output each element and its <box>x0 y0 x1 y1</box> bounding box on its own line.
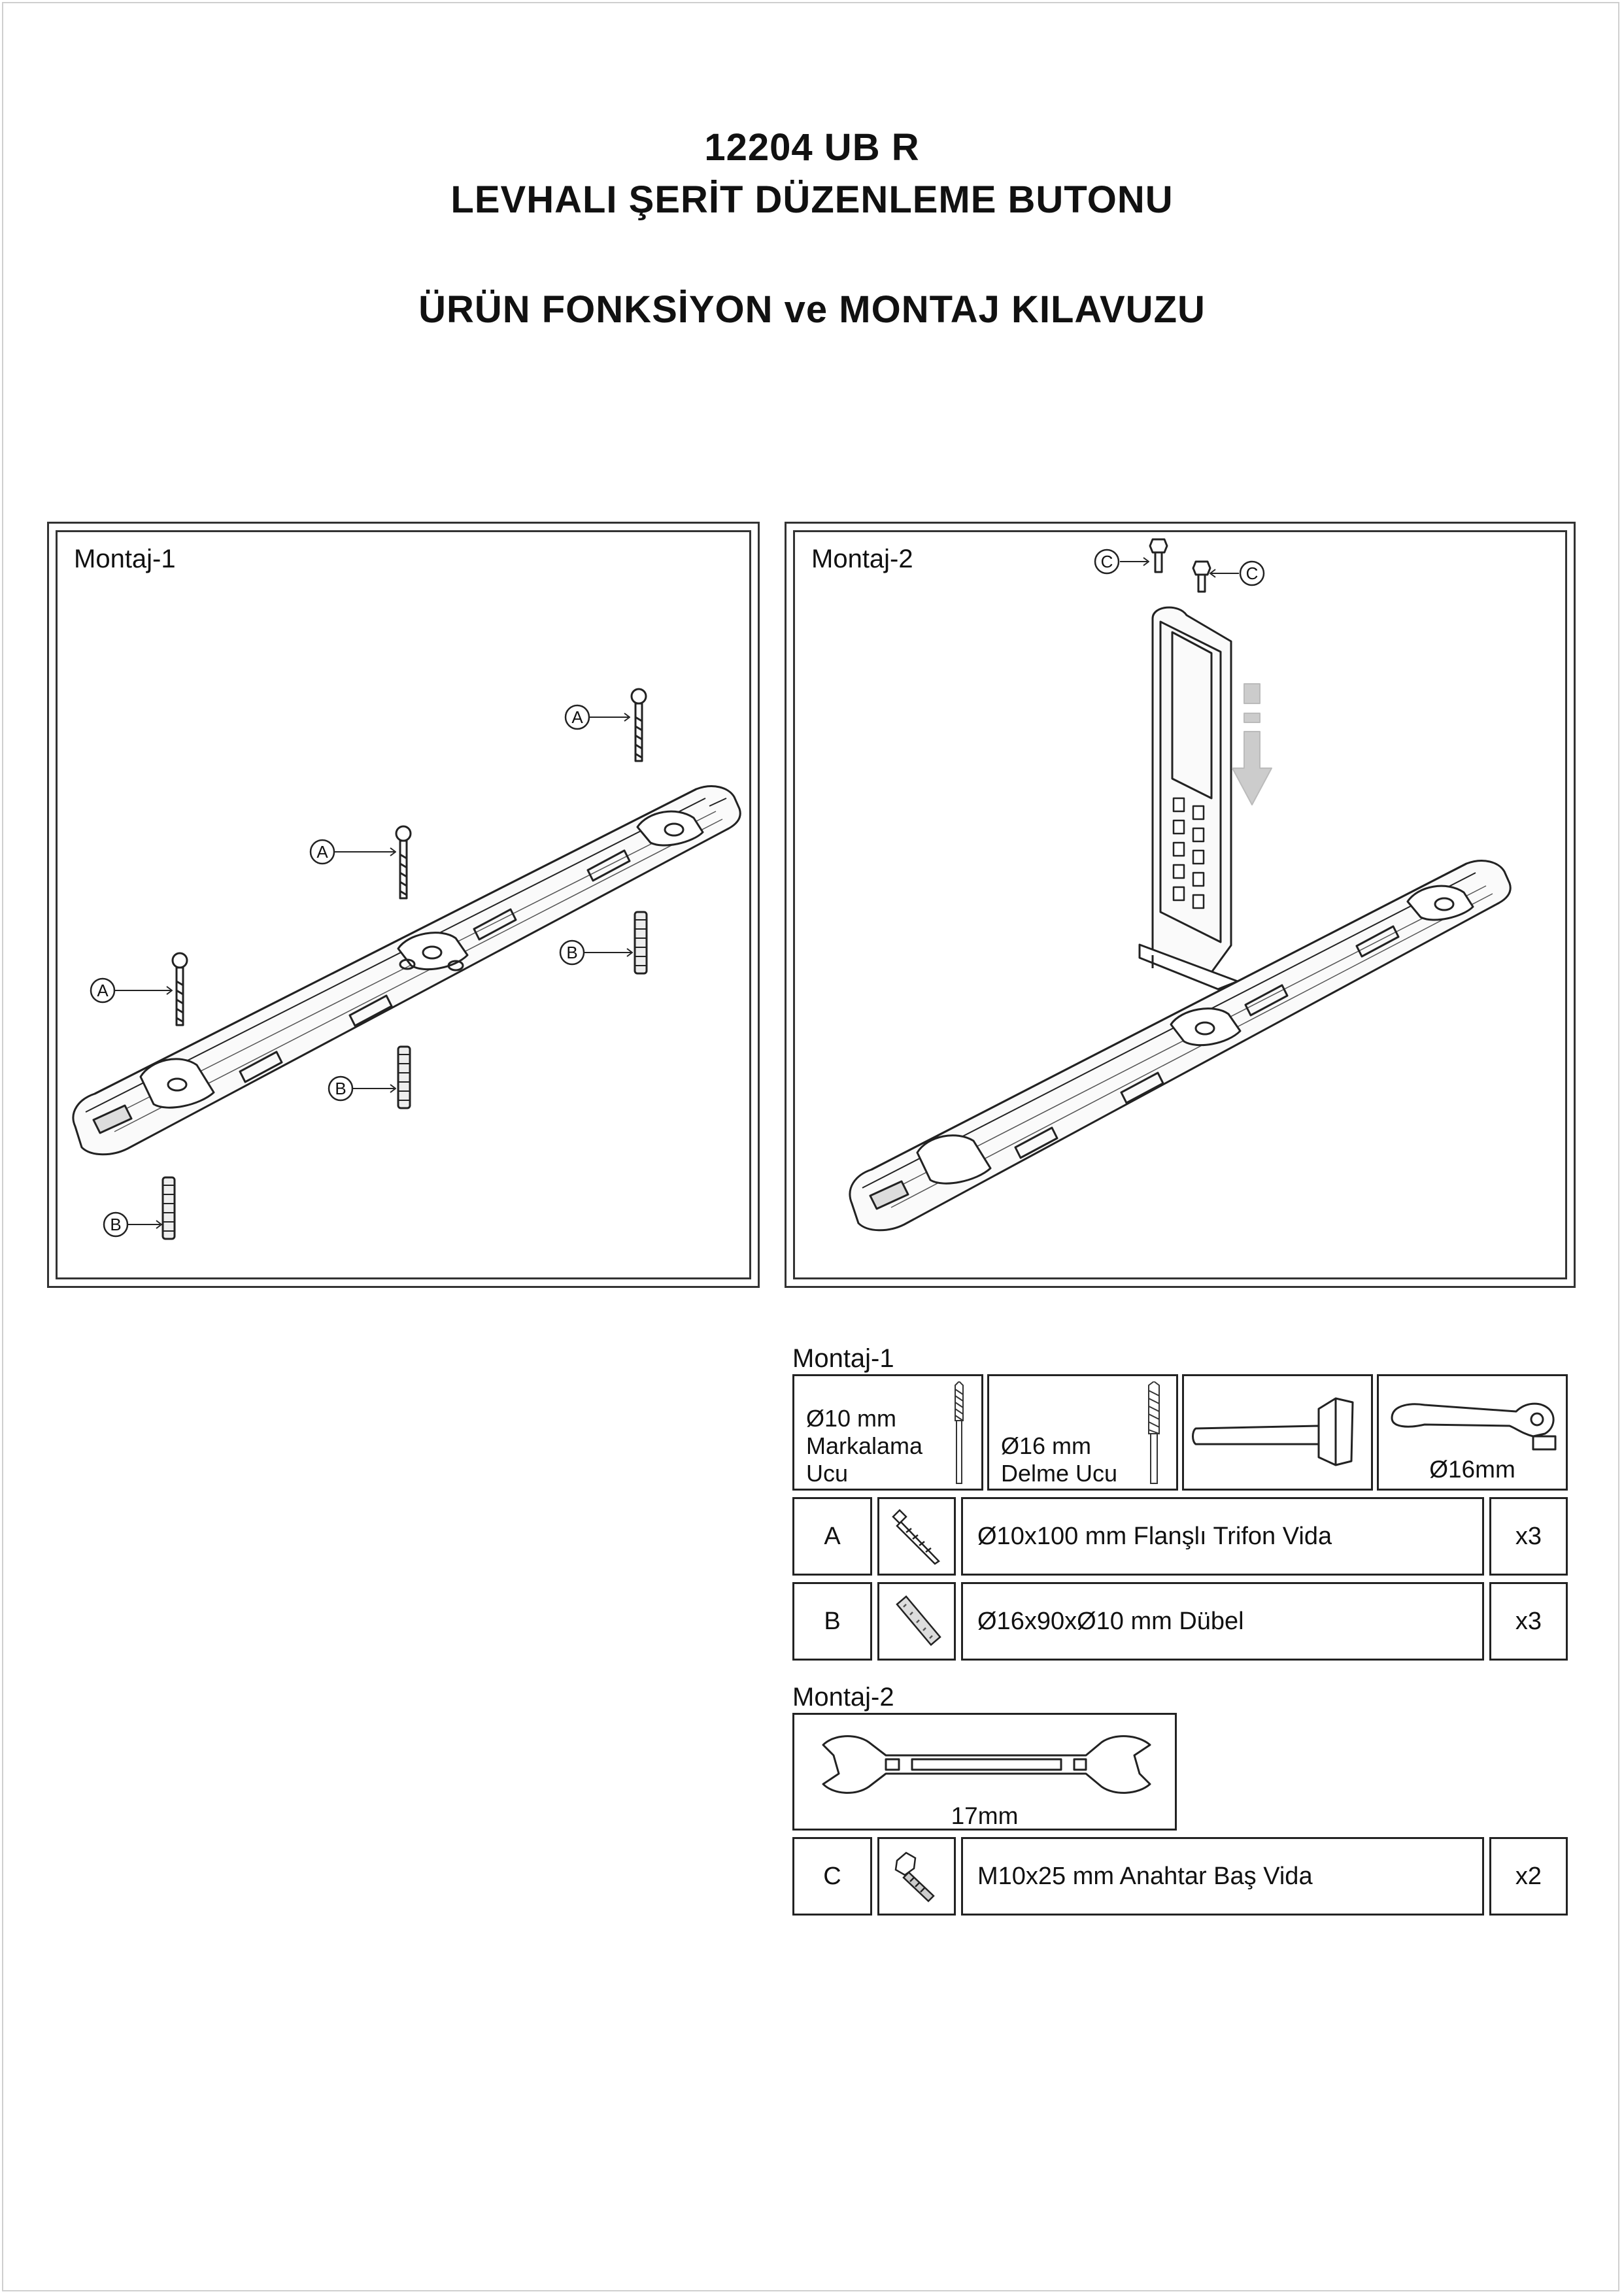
callout-a-3: A <box>564 704 590 730</box>
callout-a-2: A <box>309 839 335 865</box>
ratchet-size: Ø16mm <box>1429 1456 1515 1483</box>
callout-b-1: B <box>103 1211 129 1238</box>
montaj-1-panel-label: Montaj-1 <box>74 545 176 573</box>
svg-text:A: A <box>316 842 328 862</box>
svg-text:B: B <box>110 1215 121 1234</box>
part-c-qty-cell: x2 <box>1489 1837 1568 1916</box>
part-c-icon-cell <box>877 1837 956 1916</box>
montaj-2-illustration: C C <box>849 538 1512 1232</box>
hammer-icon <box>1192 1397 1354 1466</box>
montaj-1-panel-frame <box>56 530 751 1279</box>
manual-title: ÜRÜN FONKSİYON ve MONTAJ KILAVUZU <box>418 288 1206 331</box>
montaj-2-panel-frame <box>793 530 1567 1279</box>
tool-marking-bit-line2: Markalama <box>806 1432 923 1459</box>
part-b-icon-cell <box>877 1582 956 1661</box>
tool-drill-bit: Ø16 mm Delme Ucu <box>987 1374 1178 1491</box>
part-b-qty: x3 <box>1515 1607 1542 1635</box>
callout-c-2: C <box>1239 560 1265 586</box>
screw-a-3 <box>630 688 647 762</box>
tool-drill-bit-line2: Delme Ucu <box>1001 1460 1118 1487</box>
part-b-code-cell: B <box>792 1582 872 1661</box>
montaj-2-heading: Montaj-2 <box>792 1683 894 1712</box>
sign-panel <box>1151 606 1232 983</box>
svg-text:C: C <box>1101 552 1113 571</box>
callout-b-3: B <box>328 1075 354 1102</box>
hex-bolt-icon <box>894 1851 935 1902</box>
product-name: LEVHALI ŞERİT DÜZENLEME BUTONU <box>450 178 1174 221</box>
callout-c-1: C <box>1094 549 1120 575</box>
plug-b-2 <box>397 1045 411 1109</box>
lane-button-body <box>849 860 1512 1232</box>
part-b-qty-cell: x3 <box>1489 1582 1568 1661</box>
part-a-icon-cell <box>877 1497 956 1576</box>
tool-marking-bit-line1: Ø10 mm <box>806 1405 897 1432</box>
down-arrow <box>1232 683 1272 805</box>
screw-a-2 <box>395 825 412 900</box>
montaj-1-panel: Montaj-1 <box>47 522 760 1288</box>
part-a-code: A <box>824 1522 841 1550</box>
screw-a-1 <box>171 952 188 1026</box>
part-a-qty-cell: x3 <box>1489 1497 1568 1576</box>
plug-b-1 <box>161 1176 176 1240</box>
tool-drill-bit-line1: Ø16 mm <box>1001 1432 1092 1459</box>
bolt-c-1 <box>1149 538 1168 573</box>
svg-text:C: C <box>1246 564 1259 583</box>
callout-a-1: A <box>90 977 116 1004</box>
svg-text:B: B <box>566 943 577 962</box>
open-end-wrench-icon <box>822 1735 1151 1794</box>
lane-button-body <box>72 785 741 1156</box>
part-a-qty: x3 <box>1515 1522 1542 1550</box>
tool-hammer <box>1182 1374 1373 1491</box>
part-b-description: Ø16x90xØ10 mm Dübel <box>977 1607 1244 1635</box>
svg-text:A: A <box>571 707 583 727</box>
tool-open-end-wrench: 17mm <box>792 1713 1177 1831</box>
tool-marking-bit: Ø10 mm Markalama Ucu <box>792 1374 983 1491</box>
drill-bit-icon <box>1148 1381 1160 1484</box>
callout-b-2: B <box>559 939 585 966</box>
part-c-description: M10x25 mm Anahtar Baş Vida <box>977 1862 1313 1890</box>
part-c-code-cell: C <box>792 1837 872 1916</box>
wrench-size: 17mm <box>951 1802 1019 1829</box>
part-b-description-cell: Ø16x90xØ10 mm Dübel <box>961 1582 1484 1661</box>
product-code: 12204 UB R <box>704 126 920 169</box>
svg-text:B: B <box>335 1079 346 1098</box>
part-a-code-cell: A <box>792 1497 872 1576</box>
montaj-1-illustration: A A A B B B <box>72 688 741 1240</box>
part-a-description-cell: Ø10x100 mm Flanşlı Trifon Vida <box>961 1497 1484 1576</box>
flange-screw-icon <box>892 1509 940 1565</box>
drill-bit-icon <box>955 1381 964 1484</box>
part-c-qty: x2 <box>1515 1862 1542 1890</box>
tool-ratchet: Ø16mm <box>1377 1374 1568 1491</box>
part-c-code: C <box>823 1862 841 1890</box>
svg-text:A: A <box>97 981 109 1000</box>
part-c-description-cell: M10x25 mm Anahtar Baş Vida <box>961 1837 1484 1916</box>
plug-b-3 <box>634 911 648 975</box>
tool-marking-bit-line3: Ucu <box>806 1460 849 1487</box>
part-a-description: Ø10x100 mm Flanşlı Trifon Vida <box>977 1522 1332 1550</box>
montaj-2-panel: Montaj-2 <box>785 522 1576 1288</box>
ratchet-wrench-icon <box>1391 1402 1557 1451</box>
montaj-1-heading: Montaj-1 <box>792 1344 894 1373</box>
part-b-code: B <box>824 1607 841 1635</box>
wall-plug-icon <box>896 1595 941 1646</box>
bolt-c-2 <box>1192 560 1211 593</box>
montaj-2-panel-label: Montaj-2 <box>811 545 913 573</box>
